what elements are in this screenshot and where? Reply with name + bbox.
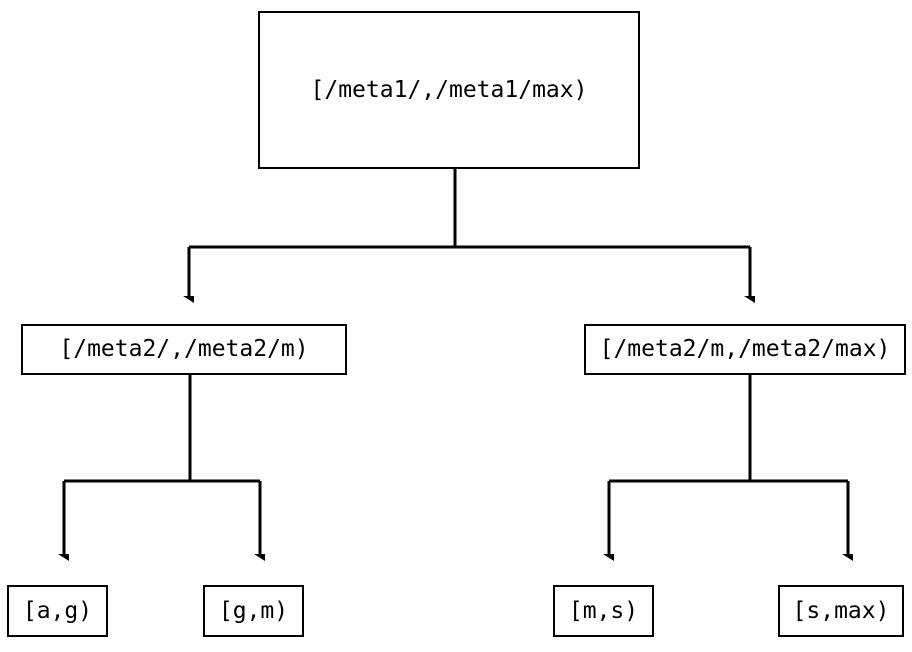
node-mid-left-label: [/meta2/,/meta2/m) [59,336,309,362]
node-root-label: [/meta1/,/meta1/max) [310,76,588,103]
node-root[interactable]: [/meta1/,/meta1/max) [258,11,640,169]
edge-root-to-mid-left [189,169,750,296]
node-mid-left[interactable]: [/meta2/,/meta2/m) [21,324,347,375]
edge-mid-right-to-leaves [609,375,848,554]
node-mid-right[interactable]: [/meta2/m,/meta2/max) [584,324,906,375]
node-leaf-a-g-label: [a,g) [22,597,93,624]
node-leaf-a-g[interactable]: [a,g) [7,585,108,637]
edge-mid-left-to-leaves [64,375,260,554]
node-leaf-m-s-label: [m,s) [568,597,639,624]
node-leaf-g-m[interactable]: [g,m) [203,585,304,637]
node-leaf-m-s[interactable]: [m,s) [553,585,654,637]
node-leaf-g-m-label: [g,m) [218,597,289,624]
node-leaf-s-max-label: [s,max) [792,597,890,624]
node-mid-right-label: [/meta2/m,/meta2/max) [599,336,891,362]
node-leaf-s-max[interactable]: [s,max) [778,585,904,637]
